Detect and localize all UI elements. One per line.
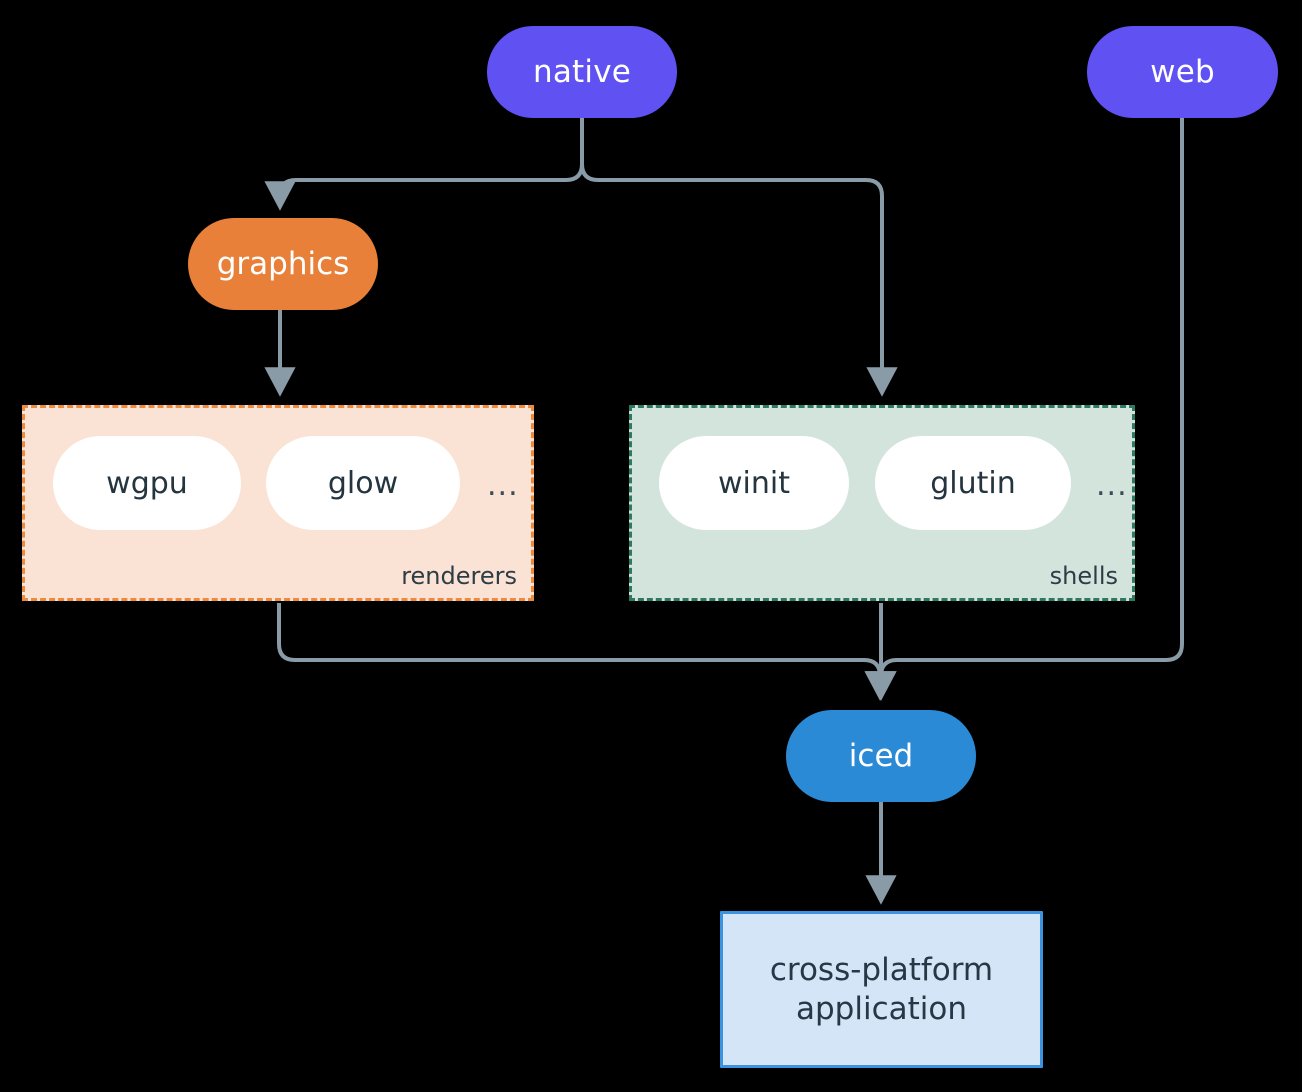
node-winit-label: winit bbox=[718, 465, 790, 501]
cluster-shells-label: shells bbox=[1049, 562, 1118, 590]
node-winit[interactable]: winit bbox=[659, 436, 849, 530]
node-native-label: native bbox=[532, 53, 632, 90]
node-glutin[interactable]: glutin bbox=[875, 436, 1071, 530]
node-cross-platform-application[interactable]: cross-platform application bbox=[720, 911, 1043, 1068]
cluster-renderers-label: renderers bbox=[401, 562, 517, 590]
node-wgpu-label: wgpu bbox=[106, 465, 188, 501]
renderers-ellipsis: ... bbox=[487, 468, 519, 503]
node-graphics[interactable]: graphics bbox=[188, 218, 378, 310]
node-web-label: web bbox=[1150, 53, 1215, 90]
cluster-renderers: wgpu glow ... renderers bbox=[22, 405, 534, 601]
edge-renderers-to-iced bbox=[277, 603, 896, 701]
shells-ellipsis: ... bbox=[1096, 468, 1128, 503]
node-iced[interactable]: iced bbox=[786, 710, 976, 802]
node-web[interactable]: web bbox=[1087, 26, 1278, 118]
edge-native-to-shells bbox=[580, 118, 898, 397]
node-native[interactable]: native bbox=[487, 26, 677, 118]
node-graphics-label: graphics bbox=[216, 245, 350, 282]
node-iced-label: iced bbox=[848, 737, 914, 774]
node-wgpu[interactable]: wgpu bbox=[53, 436, 241, 530]
node-glow-label: glow bbox=[327, 465, 399, 501]
application-label-line1: cross-platform bbox=[769, 951, 994, 988]
edge-native-to-graphics bbox=[264, 118, 584, 211]
application-label-line2: application bbox=[796, 990, 967, 1027]
node-glutin-label: glutin bbox=[930, 465, 1016, 501]
node-glow[interactable]: glow bbox=[266, 436, 460, 530]
cluster-shells: winit glutin ... shells bbox=[629, 405, 1135, 601]
